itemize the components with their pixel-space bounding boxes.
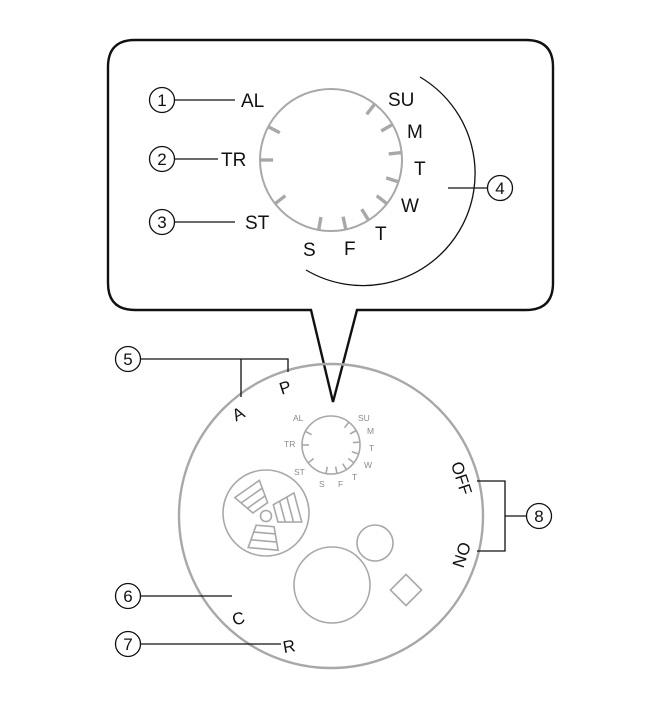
svg-text:1: 1 — [157, 91, 166, 110]
callout-dial-tick — [365, 103, 377, 116]
mini-dial-tick — [307, 457, 315, 464]
marker-6: 6 — [114, 582, 142, 610]
mini-dial-tick — [334, 466, 338, 474]
marker-3: 3 — [148, 208, 176, 236]
mini-dial-ring — [301, 415, 361, 475]
weekday-monday: M — [407, 122, 423, 143]
rotor-wheel — [222, 469, 310, 557]
mini-weekday-monday: M — [367, 426, 374, 436]
mini-dial-tick — [347, 457, 355, 464]
c-label: C — [230, 608, 247, 630]
mini-weekday-friday: F — [338, 479, 343, 489]
mini-weekday-sunday: SU — [358, 413, 370, 423]
svg-text:7: 7 — [123, 635, 132, 654]
large-gear — [293, 546, 371, 624]
alarm-label: AL — [241, 91, 264, 112]
movement-body — [177, 362, 485, 670]
mini-dial-tick — [325, 466, 328, 474]
callout-dial-ticks — [260, 103, 402, 231]
callout-dial-tick — [380, 123, 394, 133]
svg-text:4: 4 — [495, 179, 504, 198]
marker-1: 1 — [148, 86, 176, 114]
callout-dial-tick — [388, 150, 402, 156]
r-label: R — [281, 636, 296, 657]
marker-2: 2 — [148, 145, 176, 173]
mini-weekday-thursday: T — [352, 472, 357, 482]
transfer-label: TR — [221, 150, 246, 171]
marker-8: 8 — [525, 502, 553, 530]
mini-setting-label: ST — [294, 467, 305, 477]
marker-5: 5 — [114, 345, 142, 373]
diamond-component — [389, 573, 423, 607]
svg-text:3: 3 — [157, 213, 166, 232]
on-label: ON — [448, 540, 474, 570]
marker-8-leader — [477, 480, 526, 552]
rotor-blade — [247, 524, 280, 552]
mini-dial-tick — [351, 451, 359, 455]
weekday-tuesday: T — [414, 159, 426, 180]
setting-label: ST — [245, 213, 270, 234]
callout-dial-tick — [360, 208, 371, 222]
svg-text:8: 8 — [534, 507, 543, 526]
marker-5-leader — [141, 358, 289, 397]
mini-transfer-label: TR — [284, 439, 295, 449]
weekday-arc — [305, 76, 476, 287]
callout-dial-tick — [385, 176, 400, 184]
weekday-friday: F — [344, 239, 356, 260]
mini-weekday-tuesday: T — [369, 443, 374, 453]
svg-text:6: 6 — [123, 587, 132, 606]
marker-4: 4 — [486, 174, 514, 202]
mini-dial-tick — [305, 430, 312, 436]
rotor-blade — [233, 479, 269, 514]
pm-label: P — [277, 377, 294, 399]
mini-weekday-saturday: S — [319, 479, 325, 489]
mini-weekday-wednesday: W — [364, 460, 372, 470]
mini-dial-ticks — [302, 421, 360, 474]
mini-dial-tick — [349, 429, 357, 435]
weekday-wednesday: W — [401, 196, 419, 217]
callout-dial-tick — [341, 216, 348, 230]
mini-dial-tick — [352, 441, 360, 444]
mini-alarm-label: AL — [293, 413, 304, 423]
callout-dial-tick — [274, 194, 287, 206]
mini-dial-tick — [342, 463, 348, 471]
callout-dial-tick — [375, 194, 388, 206]
off-label: OFF — [447, 459, 476, 497]
svg-text:5: 5 — [123, 350, 132, 369]
weekday-thursday: T — [375, 224, 387, 245]
am-label: A — [229, 403, 249, 425]
small-gear — [356, 524, 394, 562]
svg-text:2: 2 — [157, 150, 166, 169]
mini-dial-tick — [343, 421, 350, 429]
rotor-blade — [272, 491, 303, 523]
weekday-sunday: SU — [388, 90, 414, 111]
callout-bubble — [106, 38, 555, 403]
callout-dial-tick — [267, 125, 281, 135]
callout-dial-tick — [317, 216, 323, 231]
weekday-saturday: S — [303, 240, 316, 261]
marker-7: 7 — [114, 630, 142, 658]
